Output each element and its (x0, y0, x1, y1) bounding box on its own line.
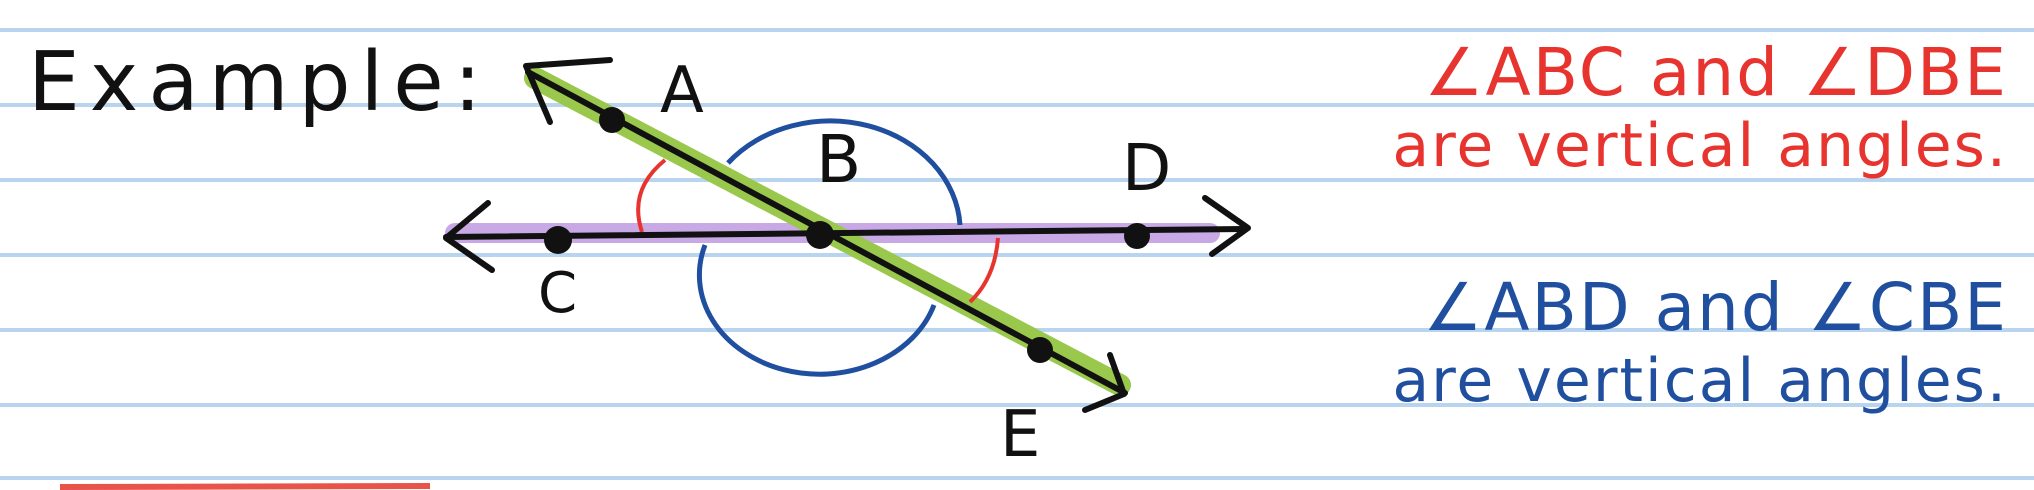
point-d (1124, 223, 1150, 249)
label-c: C (538, 261, 577, 326)
angle-abd-arc (726, 118, 963, 226)
angle-dbe-arc (968, 237, 1000, 304)
note-blue-line2: are vertical angles. (1392, 346, 2008, 416)
note-red: ∠ABC and ∠DBE are vertical angles. (1392, 34, 2008, 181)
angle-abc-arc (636, 158, 667, 233)
margin-line (59, 483, 431, 490)
label-e: E (1000, 398, 1040, 472)
point-a (599, 107, 625, 133)
label-a: A (660, 54, 704, 128)
arrow-left-head (443, 200, 495, 273)
arrow-upper-left-head (523, 57, 613, 125)
arrow-lower-right-head (1082, 352, 1127, 413)
point-e (1027, 337, 1053, 363)
example-heading: Example: (28, 35, 491, 130)
line-cd (443, 226, 1248, 240)
note-red-line2: are vertical angles. (1392, 111, 2008, 181)
arrow-right-head (1202, 195, 1251, 257)
point-c (544, 226, 572, 254)
label-b: B (816, 121, 861, 198)
note-blue: ∠ABD and ∠CBE are vertical angles. (1392, 269, 2008, 416)
note-blue-line1: ∠ABD and ∠CBE (1423, 269, 2008, 346)
angle-cbe-arc (696, 244, 937, 377)
note-red-line1: ∠ABC and ∠DBE (1424, 34, 2008, 111)
label-d: D (1122, 132, 1171, 206)
point-b (806, 221, 834, 249)
